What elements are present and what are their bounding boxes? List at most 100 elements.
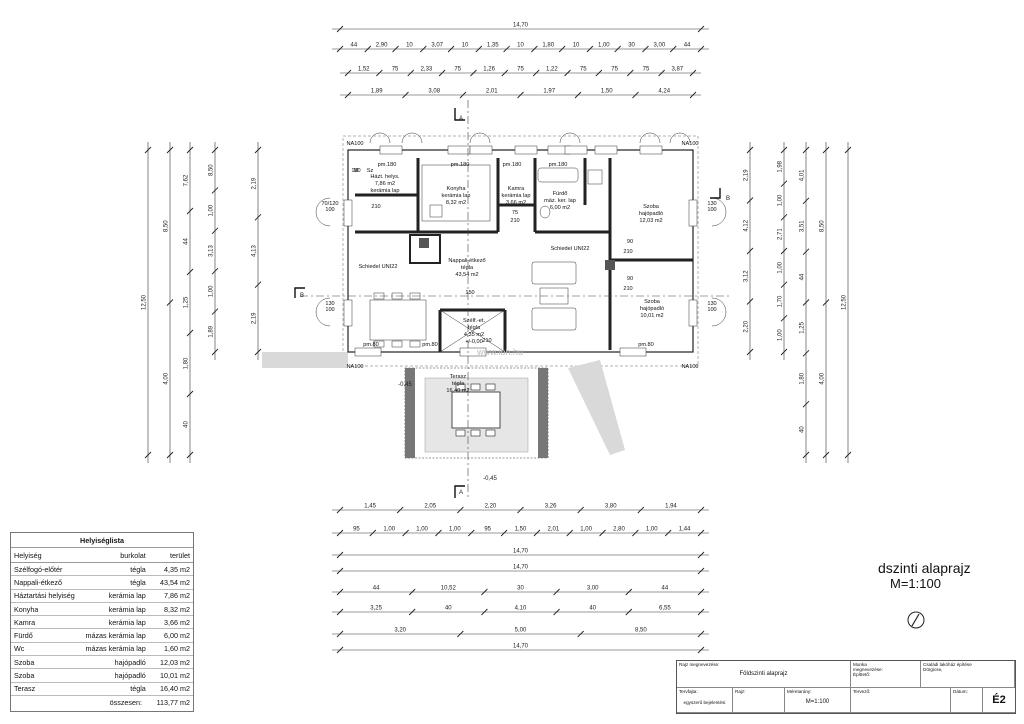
- dim-tick: [746, 146, 754, 154]
- bottom-dim-2-label: 95: [484, 527, 491, 533]
- dim-tick: [517, 91, 524, 99]
- dim-tick: [697, 567, 705, 575]
- dim-tick: [481, 608, 488, 616]
- section-label-a: A: [459, 490, 463, 496]
- dim-tick: [211, 146, 219, 154]
- terrace-table: [451, 391, 501, 429]
- outer-wall: [347, 149, 694, 353]
- tb-sheet: É2: [992, 694, 1006, 706]
- window-arc: [369, 132, 391, 144]
- bottom-dim-8-total: 14,70: [513, 644, 529, 650]
- dim-tick: [697, 529, 705, 537]
- tb-client-label: Építtető:: [853, 672, 871, 677]
- bottom-dim-1-label: 2,05: [424, 504, 436, 510]
- dim-tick: [336, 646, 344, 654]
- room-floor: tégla: [130, 564, 146, 574]
- dim-tick: [336, 45, 344, 53]
- window-arc: [711, 297, 727, 327]
- room-label: Konyha: [447, 186, 467, 192]
- dim-tick: [566, 529, 574, 537]
- right-dim-inner-label: 1,98: [778, 160, 784, 172]
- plan-note: 210: [623, 286, 632, 292]
- dim-tick: [558, 45, 566, 53]
- room-label: máz. ker. lap: [544, 198, 576, 204]
- right-dim-inner-label: 1,00: [778, 329, 784, 341]
- right-dim-mid1-label: 4,00: [820, 372, 826, 384]
- dim-tick: [577, 506, 584, 514]
- dim-tick: [780, 146, 788, 154]
- plan-note: pm.180: [451, 162, 470, 168]
- window: [354, 347, 382, 357]
- top-dim-1-label: 1,80: [542, 43, 554, 49]
- dim-tick: [447, 45, 455, 53]
- watermark-text: www.ibh.hu: [476, 347, 523, 357]
- room-name: Terasz: [14, 684, 36, 694]
- dim-tick: [144, 451, 152, 459]
- room-label: kerámia lap: [502, 193, 531, 199]
- plan-note: pm.80: [422, 342, 438, 348]
- window-arc: [711, 197, 727, 227]
- terrace-chair: [485, 429, 496, 437]
- kitchen-counter: [421, 164, 491, 222]
- bottom-dim-7-label: 8,50: [635, 628, 647, 634]
- dim-tick: [211, 308, 219, 315]
- tb-location: Dörgicse,: [923, 667, 943, 672]
- plan-note: pm.180: [549, 162, 568, 168]
- terrace-chair: [470, 383, 481, 391]
- bottom-dim-2-label: 1,44: [679, 527, 691, 533]
- room-area: 16,40 m2: [160, 684, 190, 694]
- window-arc: [315, 297, 331, 327]
- bottom-dim-2-label: 1,00: [416, 527, 428, 533]
- top-dim-1-label: 44: [684, 43, 691, 49]
- dim-tick: [802, 146, 810, 154]
- level-label: -0,45: [398, 382, 412, 388]
- plan-note: 150: [465, 290, 474, 296]
- bottom-dim-5-label: 44: [662, 586, 669, 592]
- dim-tick: [780, 281, 788, 288]
- room-area: 6,00 m2: [164, 631, 190, 641]
- section-label-b: B: [726, 196, 730, 202]
- window-arc: [315, 197, 331, 227]
- plan-note: 100: [325, 307, 334, 313]
- room-name: Wc: [14, 644, 25, 654]
- window: [459, 347, 487, 357]
- room-floor: mázas kerámia lap: [85, 631, 146, 641]
- top-dim-total-total: 14,70: [513, 23, 529, 29]
- terrace-chair: [455, 383, 466, 391]
- dim-tick: [632, 529, 639, 537]
- bottom-dim-2-label: 1,50: [515, 527, 527, 533]
- dim-tick: [459, 91, 467, 99]
- window: [469, 145, 493, 155]
- dim-tick: [564, 69, 571, 77]
- left-dim-mid2-label: 40: [184, 421, 190, 428]
- right-dim-mid1-label: 8,50: [820, 220, 826, 232]
- bottom-dim-2-label: 1,00: [646, 527, 658, 533]
- room-label: Szélf.-et.: [463, 318, 486, 324]
- section-label-a: A: [459, 116, 463, 122]
- dim-tick: [746, 348, 754, 356]
- level-label: -0,45: [483, 476, 497, 482]
- dim-tick: [254, 348, 262, 356]
- dim-tick: [822, 299, 830, 306]
- room-label: Kamra: [508, 186, 525, 192]
- tb-scale-label: Méretarány:: [787, 689, 812, 694]
- right-dim-mid2-label: 4,01: [800, 169, 806, 181]
- bottom-dim-2-label: 1,00: [580, 527, 592, 533]
- bottom-dim-1-label: 2,20: [485, 504, 497, 510]
- plan-note: 130: [707, 301, 716, 307]
- header-area: terület: [170, 550, 190, 560]
- plan-note: NA100: [681, 141, 698, 147]
- bottom-dim-2-label: 2,01: [547, 527, 559, 533]
- bottom-dim-6-label: 40: [445, 606, 452, 612]
- top-dim-3-label: 3,08: [428, 89, 440, 95]
- room-label: 12,03 m2: [639, 218, 662, 224]
- room-label: tégla: [461, 265, 474, 271]
- right-dim-outer-label: 12,50: [842, 294, 848, 310]
- bottom-dim-6-label: 6,55: [659, 606, 671, 612]
- plan-note: 90: [627, 276, 633, 282]
- dim-tick: [254, 281, 262, 288]
- dim-tick: [780, 180, 788, 187]
- terrace-chair: [485, 383, 496, 391]
